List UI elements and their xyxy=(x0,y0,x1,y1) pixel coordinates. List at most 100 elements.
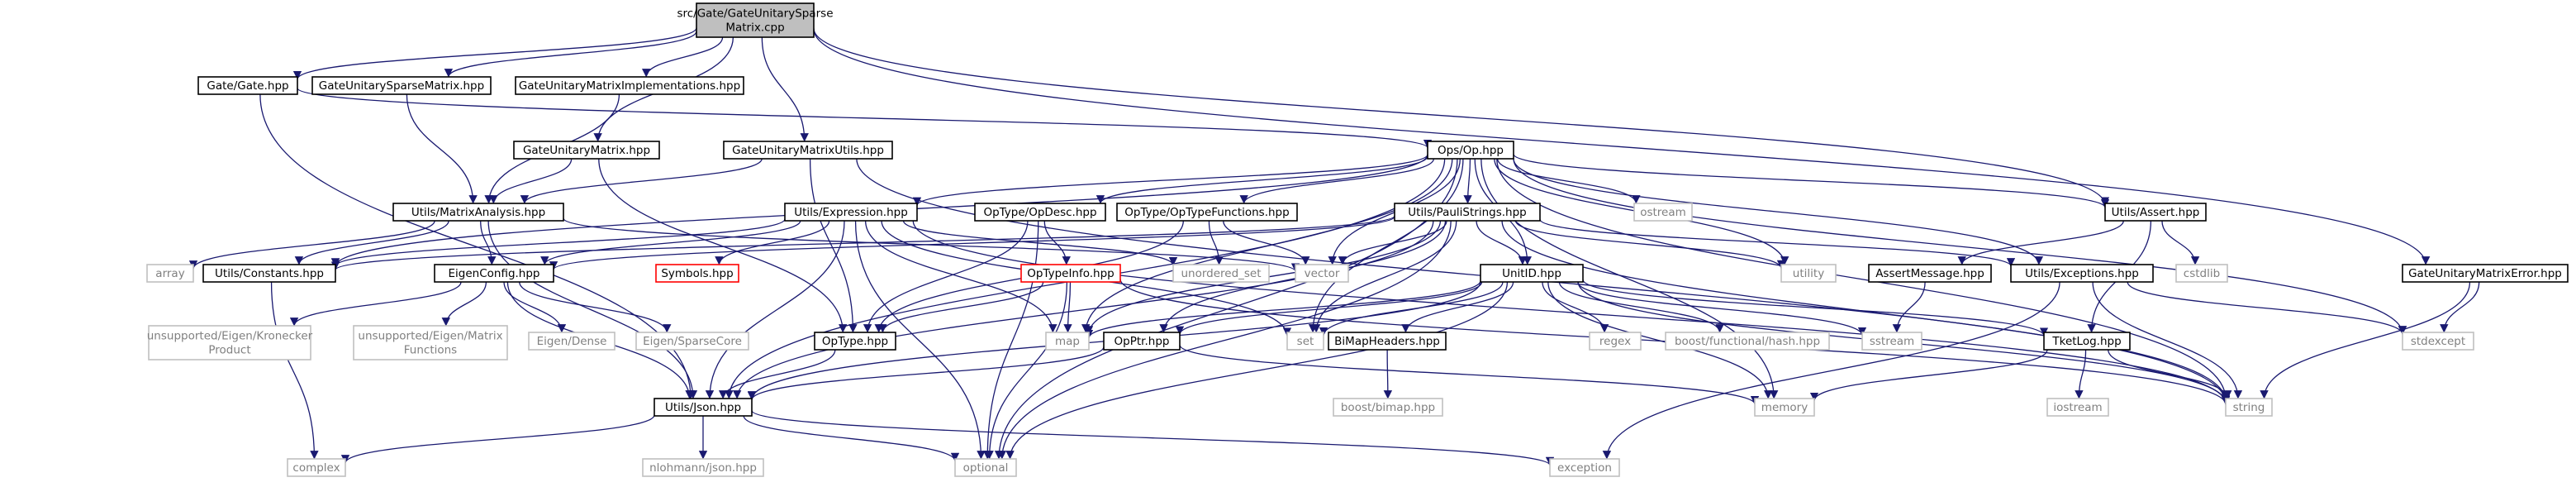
node-gum[interactable]: GateUnitaryMatrix.hpp xyxy=(513,141,660,160)
node-label: OpType.hpp xyxy=(822,335,888,348)
edge-assert-to-cstdlib xyxy=(2161,220,2200,265)
node-pauli[interactable]: Utils/PauliStrings.hpp xyxy=(1394,203,1541,222)
node-root[interactable]: src/Gate/GateUnitarySparseMatrix.cpp xyxy=(677,2,834,38)
node-label: utility xyxy=(1793,267,1824,280)
node-bimaph[interactable]: BiMapHeaders.hpp xyxy=(1328,332,1447,351)
node-expr[interactable]: Utils/Expression.hpp xyxy=(784,203,918,222)
node-label: OpPtr.hpp xyxy=(1115,335,1170,348)
edge-op-to-excs xyxy=(1513,158,2043,265)
node-assert[interactable]: Utils/Assert.hpp xyxy=(2104,203,2207,222)
node-op[interactable]: Ops/Op.hpp xyxy=(1427,141,1514,160)
node-box xyxy=(642,458,764,477)
edge-opdesc-to-optinfo xyxy=(1043,220,1071,265)
node-box xyxy=(696,2,815,38)
edge-unitid-to-map xyxy=(1084,280,1481,339)
node-bbimap: boost/bimap.hpp xyxy=(1333,398,1443,417)
node-ma[interactable]: Utils/MatrixAnalysis.hpp xyxy=(392,203,564,222)
node-box xyxy=(1103,332,1181,351)
edge-op-to-pauli xyxy=(1463,158,1472,204)
edge-amsg-to-sstream xyxy=(1892,281,1926,333)
node-box xyxy=(2104,203,2207,222)
node-amsg[interactable]: AssertMessage.hpp xyxy=(1868,264,1992,283)
node-json[interactable]: Utils/Json.hpp xyxy=(654,398,753,417)
node-box xyxy=(1754,398,1815,417)
edge-pauli-to-eigen xyxy=(549,216,1395,270)
node-symbols[interactable]: Symbols.hpp xyxy=(655,264,739,283)
node-regex: regex xyxy=(1589,332,1642,351)
node-box xyxy=(2175,264,2228,283)
edge-root-to-gate xyxy=(292,27,697,80)
node-opdesc[interactable]: OpType/OpDesc.hpp xyxy=(974,203,1106,222)
node-box xyxy=(814,332,896,351)
node-exception: exception xyxy=(1549,458,1620,477)
node-box xyxy=(528,332,615,351)
node-excs[interactable]: Utils/Exceptions.hpp xyxy=(2010,264,2154,283)
edge-unitid-to-sstream xyxy=(1577,281,1867,337)
node-opptr[interactable]: OpPtr.hpp xyxy=(1103,332,1181,351)
node-box xyxy=(2010,264,2154,283)
node-iostream: iostream xyxy=(2046,398,2109,417)
edge-opptr-to-json xyxy=(747,346,1105,401)
edge-eigen-to-edense xyxy=(503,281,567,333)
edge-op-to-expr xyxy=(912,154,1428,207)
node-box xyxy=(954,458,1017,477)
edge-eigen-to-esparse xyxy=(519,281,672,333)
edge-expr-to-map xyxy=(864,220,1057,333)
node-box xyxy=(1295,264,1349,283)
edge-bimaph-to-bbimap xyxy=(1383,349,1393,399)
node-box xyxy=(1868,264,1992,283)
node-box xyxy=(2225,398,2273,417)
edge-pauli-to-set xyxy=(1312,220,1457,333)
node-label: exception xyxy=(1557,461,1612,475)
edge-opptr-to-memory xyxy=(1179,344,1760,405)
node-gate[interactable]: Gate/Gate.hpp xyxy=(197,76,298,95)
node-gume[interactable]: GateUnitaryMatrixError.hpp xyxy=(2402,264,2569,283)
edge-root-to-gusm xyxy=(444,31,697,78)
node-optional: optional xyxy=(954,458,1017,477)
node-box xyxy=(974,203,1106,222)
node-label: Utils/Constants.hpp xyxy=(215,267,324,280)
node-box xyxy=(434,264,554,283)
node-box xyxy=(1589,332,1642,351)
node-stdexcept: stdexcept xyxy=(2402,332,2474,351)
edge-op-to-stdexcept xyxy=(1513,158,2407,335)
node-tketlog[interactable]: TketLog.hpp xyxy=(2043,332,2131,351)
node-label: nlohmann/json.hpp xyxy=(649,461,757,475)
node-label: unordered_set xyxy=(1181,267,1261,280)
node-label: GateUnitaryMatrixError.hpp xyxy=(2408,267,2562,280)
node-gusm[interactable]: GateUnitarySparseMatrix.hpp xyxy=(311,76,492,95)
node-consts[interactable]: Utils/Constants.hpp xyxy=(202,264,336,283)
node-box xyxy=(1116,203,1298,222)
node-map: map xyxy=(1045,332,1090,351)
node-label: GateUnitaryMatrixUtils.hpp xyxy=(732,144,884,157)
edge-expr-to-consts xyxy=(330,218,786,267)
node-gumi[interactable]: GateUnitaryMatrixImplementations.hpp xyxy=(515,76,744,95)
node-unitid[interactable]: UnitID.hpp xyxy=(1480,264,1584,283)
node-optinfo[interactable]: OpTypeInfo.hpp xyxy=(1020,264,1121,283)
node-label: memory xyxy=(1761,401,1808,414)
edge-ma-to-eigen xyxy=(480,220,497,265)
edge-opdesc-to-optype xyxy=(863,220,1029,333)
edge-expr-to-json xyxy=(705,220,845,399)
node-box xyxy=(1780,264,1837,283)
edges-layer xyxy=(188,27,2480,466)
node-eigen[interactable]: EigenConfig.hpp xyxy=(434,264,554,283)
node-box xyxy=(513,141,660,160)
node-label: Utils/Json.hpp xyxy=(665,401,741,414)
edge-unitid-to-opptr xyxy=(1175,281,1483,336)
node-array: array xyxy=(146,264,194,283)
node-optype[interactable]: OpType.hpp xyxy=(814,332,896,351)
node-label: Eigen/Dense xyxy=(537,335,607,348)
node-gumu[interactable]: GateUnitaryMatrixUtils.hpp xyxy=(723,141,893,160)
node-optf[interactable]: OpType/OpTypeFunctions.hpp xyxy=(1116,203,1298,222)
edge-pauli-to-consts xyxy=(331,215,1395,270)
edge-gumu-to-ma xyxy=(520,158,763,204)
node-label: ostream xyxy=(1640,206,1686,219)
node-label: map xyxy=(1055,335,1080,348)
node-label: GateUnitaryMatrixImplementations.hpp xyxy=(519,79,740,93)
edge-tketlog-to-string xyxy=(2108,349,2232,399)
node-box xyxy=(353,325,508,360)
edge-json-to-complex xyxy=(340,414,655,464)
